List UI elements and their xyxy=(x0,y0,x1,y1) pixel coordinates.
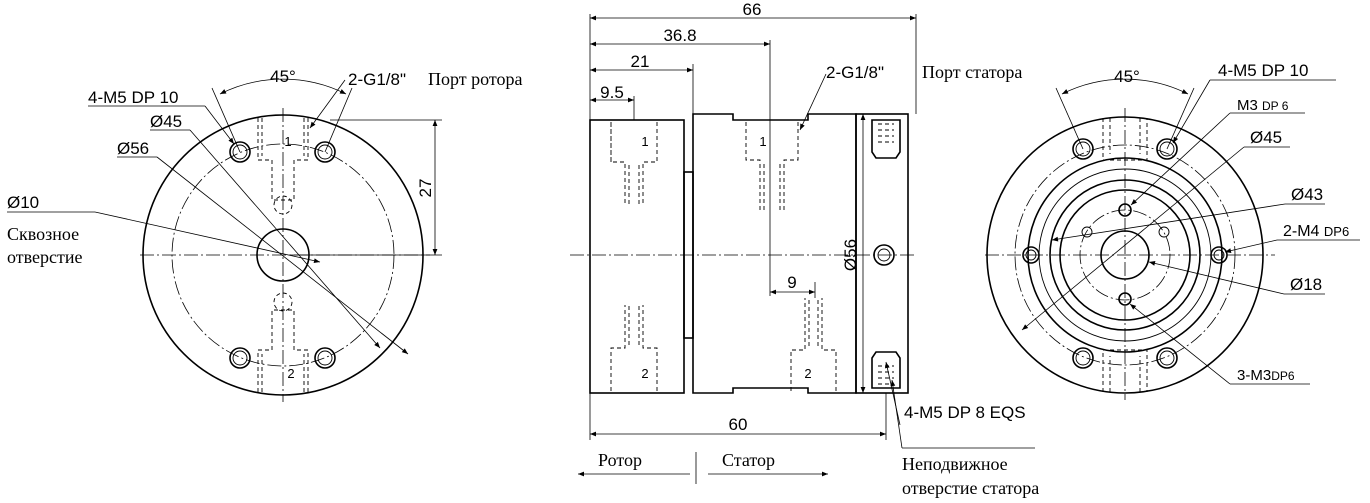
middle-view: 1 2 1 2 66 36.8 21 9.5 2-G1/8" Порт стат… xyxy=(570,0,1039,498)
port-mark-1c: 1 xyxy=(759,134,766,149)
dim-21: 21 xyxy=(631,52,650,71)
dim-66: 66 xyxy=(743,0,762,19)
dim-27: 27 xyxy=(416,179,435,198)
left-view: 1 2 45° 2-G1/8" Порт ротора 4-M5 DP 10 Ø… xyxy=(7,67,523,402)
port-mark-1b: 1 xyxy=(641,134,648,149)
port-mark-2: 2 xyxy=(287,366,294,381)
dim-9-5: 9.5 xyxy=(600,83,624,102)
angle-label: 45° xyxy=(270,67,296,86)
through-hole-label-1: Сквозное xyxy=(7,224,79,244)
port-mark-2b: 2 xyxy=(641,366,648,381)
stator-port-spec: 2-G1/8" xyxy=(826,63,884,82)
m3b-size: 3-M3 xyxy=(1237,367,1271,384)
m4-size: 2-M4 xyxy=(1283,223,1320,240)
m5-thread-label-right: 4-M5 DP 10 xyxy=(1218,61,1308,80)
dim-60: 60 xyxy=(729,415,748,434)
m5-eqs-label: 4-M5 DP 8 EQS xyxy=(904,403,1026,422)
d45-label-right: Ø45 xyxy=(1250,128,1282,147)
m3-size: M3 xyxy=(1237,97,1258,114)
angle-arc xyxy=(219,78,347,95)
fixed-hole-label-2: отверстие статора xyxy=(902,478,1039,498)
d45-label: Ø45 xyxy=(150,112,182,131)
port-mark-1: 1 xyxy=(284,134,291,149)
d43-label: Ø43 xyxy=(1291,185,1323,204)
through-hole-label-2: отверстие xyxy=(7,247,83,267)
right-view: 45° 4-M5 DP 10 M3 DP 6 Ø45 Ø43 2-M4 DP6 … xyxy=(985,61,1360,400)
d56-label: Ø56 xyxy=(117,139,149,158)
hidden-port-bottom xyxy=(257,292,309,392)
dim-36-8: 36.8 xyxy=(663,26,696,45)
d18-label: Ø18 xyxy=(1290,275,1322,294)
m5-hole-group-right xyxy=(1072,138,1178,369)
stator-label: Статор xyxy=(722,450,775,470)
dim-9: 9 xyxy=(787,273,796,292)
port-mark-2c: 2 xyxy=(804,366,811,381)
rotor-port-name: Порт ротора xyxy=(428,69,523,89)
m3b-depth: DP6 xyxy=(1271,369,1295,383)
m4-depth: DP6 xyxy=(1324,224,1349,239)
m3-label: M3 DP 6 xyxy=(1237,97,1289,114)
m5-thread-label: 4-M5 DP 10 xyxy=(88,88,178,107)
m3b-label: 3-M3DP6 xyxy=(1237,367,1295,384)
rotor-port-spec: 2-G1/8" xyxy=(348,70,406,89)
rotor-label: Ротор xyxy=(598,450,642,470)
angle-label-right: 45° xyxy=(1114,67,1140,86)
stator-port-name: Порт статора xyxy=(922,62,1022,82)
fixed-hole-label-1: Неподвижное xyxy=(902,454,1008,474)
hidden-port-top xyxy=(257,118,309,215)
stator-body xyxy=(692,113,857,394)
d10-label: Ø10 xyxy=(7,193,39,212)
dim-d56-side: Ø56 xyxy=(841,239,860,271)
m5-hole-group xyxy=(229,141,336,369)
rotor-body xyxy=(589,119,685,394)
m3-depth: DP 6 xyxy=(1262,99,1289,113)
m4-label: 2-M4 DP6 xyxy=(1283,223,1349,240)
stator-flange xyxy=(855,113,909,394)
